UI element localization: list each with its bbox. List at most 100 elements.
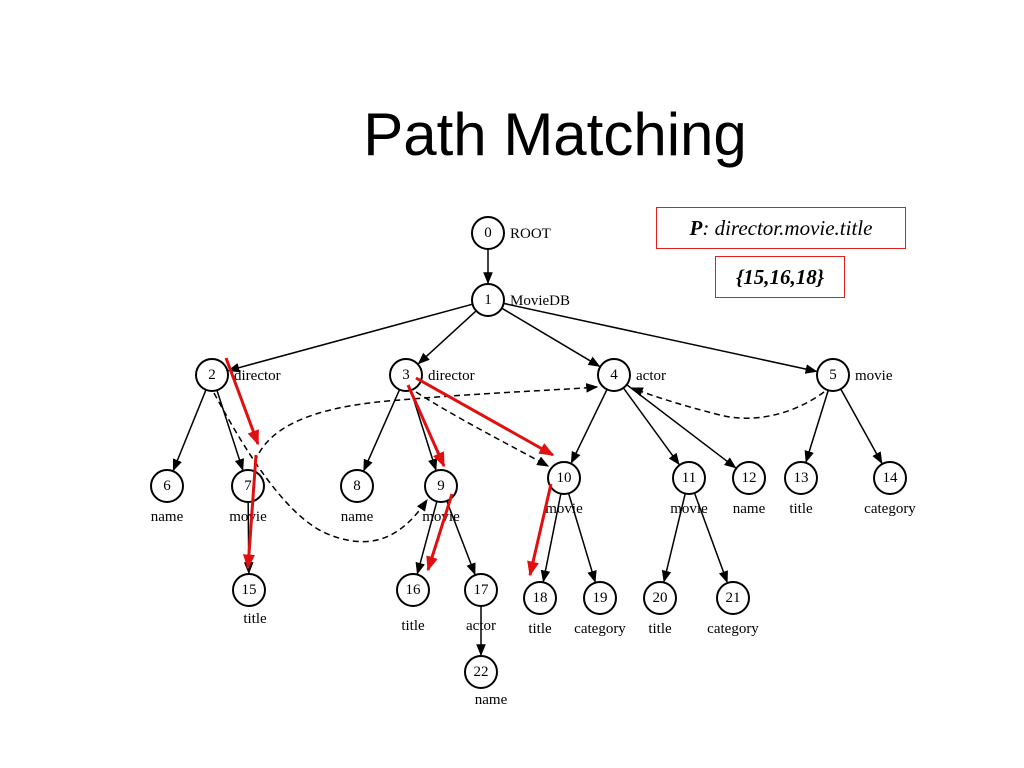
node-label: ROOT [510,226,551,242]
node-id: 15 [242,582,257,598]
reference-edge-7-4 [254,383,599,463]
node-20: 20 title [643,581,677,637]
node-label: name [475,692,508,708]
node-label: movie [855,368,893,384]
node-id: 9 [437,478,445,494]
node-circle [643,581,677,615]
node-10: 10 movie [545,461,583,517]
edge-3-8 [363,389,401,472]
node-circle [396,573,430,607]
node-circle [424,469,458,503]
query-result-text: {15,16,18} [735,265,825,289]
node-id: 5 [829,367,837,383]
tree-nodes: 0 ROOT 1 MovieDB 2 director 3 director 4 actor 5 mo… [150,216,916,708]
node-id: 12 [742,470,757,486]
reference-edge-3-10 [415,391,550,467]
node-label: name [733,501,766,517]
query-path-box: P: director.movie.title [656,207,906,249]
highlight-edge-3-9 [406,384,446,468]
node-label: category [864,501,916,517]
node-circle [150,469,184,503]
edge-4-12 [626,384,737,469]
edge-11-20 [661,493,686,583]
node-id: 14 [883,470,899,486]
slide-title: Path Matching [363,101,747,168]
node-22: 22 name [464,655,508,708]
node-id: 22 [474,664,489,680]
node-id: 1 [484,292,492,308]
node-id: 6 [163,478,171,494]
node-label: name [151,509,184,525]
node-id: 18 [533,590,548,606]
node-21: 21 category [707,581,759,637]
node-id: 16 [406,582,422,598]
reference-edge-5-4 [630,387,825,419]
node-id: 10 [557,470,572,486]
edge-1-3 [417,310,477,365]
node-label: category [707,621,759,637]
node-circle [471,283,505,317]
node-id: 4 [610,367,618,383]
node-12: 12 name [732,461,766,517]
reference-edges [213,383,825,543]
node-circle [231,469,265,503]
node-circle [816,358,850,392]
edge-10-18 [540,493,562,583]
edge-1-4 [501,307,601,367]
node-circle [232,573,266,607]
node-circle [340,469,374,503]
node-0: 0 ROOT [471,216,551,250]
node-circle [873,461,907,495]
node-label: director [234,368,281,384]
edge-9-16 [415,501,438,575]
node-label: title [528,621,552,637]
node-id: 8 [353,478,361,494]
highlight-edge-9-16 [426,493,454,572]
edge-5-14 [840,388,883,465]
node-1: 1 MovieDB [471,283,570,317]
node-label: actor [636,368,666,384]
node-label: MovieDB [510,293,570,309]
node-label: movie [545,501,583,517]
node-id: 19 [593,590,608,606]
node-id: 3 [402,367,410,383]
highlight-edge-10-18 [527,483,553,577]
node-id: 0 [484,225,492,241]
query-result-box: {15,16,18} [715,256,845,298]
node-id: 2 [208,367,216,383]
edge-1-2 [227,303,473,373]
node-id: 21 [726,590,741,606]
node-circle [464,573,498,607]
node-4: 4 actor [597,358,666,392]
node-circle [547,461,581,495]
edge-11-21 [693,492,728,584]
node-14: 14 category [864,461,916,517]
query-path-prefix: P [689,216,703,240]
highlighted-path [224,357,555,577]
node-label: director [428,368,475,384]
edge-2-6 [172,389,207,472]
node-label: name [341,509,374,525]
node-6: 6 name [150,469,184,525]
node-circle [716,581,750,615]
highlight-edge-2-7 [224,357,260,446]
node-circle [583,581,617,615]
node-2: 2 director [195,358,281,392]
node-circle [464,655,498,689]
node-label: category [574,621,626,637]
edge-5-13 [804,390,829,463]
node-id: 7 [244,478,252,494]
query-path-text: : director.movie.title [702,216,873,240]
edge-1-5 [503,302,818,374]
node-id: 20 [653,590,668,606]
node-circle [597,358,631,392]
node-id: 11 [682,470,696,486]
node-id: 17 [474,582,490,598]
node-label: title [648,621,672,637]
